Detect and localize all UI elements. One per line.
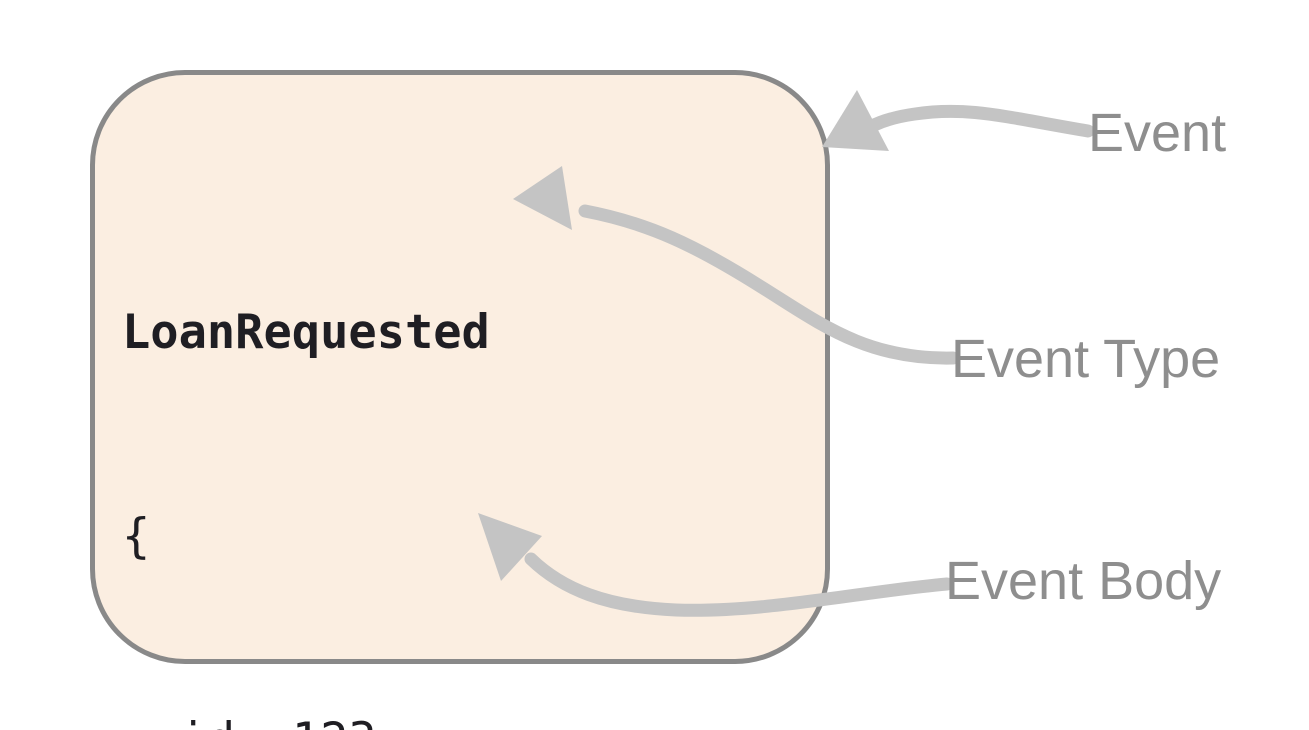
event-type-label: Event Type — [951, 329, 1221, 389]
event-label: Event — [1088, 103, 1227, 163]
event-arrow — [822, 90, 1095, 151]
event-body-line-open-brace: { — [122, 509, 151, 564]
event-body-line-id: id: 123, — [122, 707, 773, 730]
event-code-block: LoanRequested { id: 123, amount: 100, bo… — [122, 163, 773, 730]
event-arrowhead-icon — [822, 90, 889, 151]
event-body-label: Event Body — [945, 551, 1222, 611]
event-type-name: LoanRequested — [122, 305, 490, 360]
